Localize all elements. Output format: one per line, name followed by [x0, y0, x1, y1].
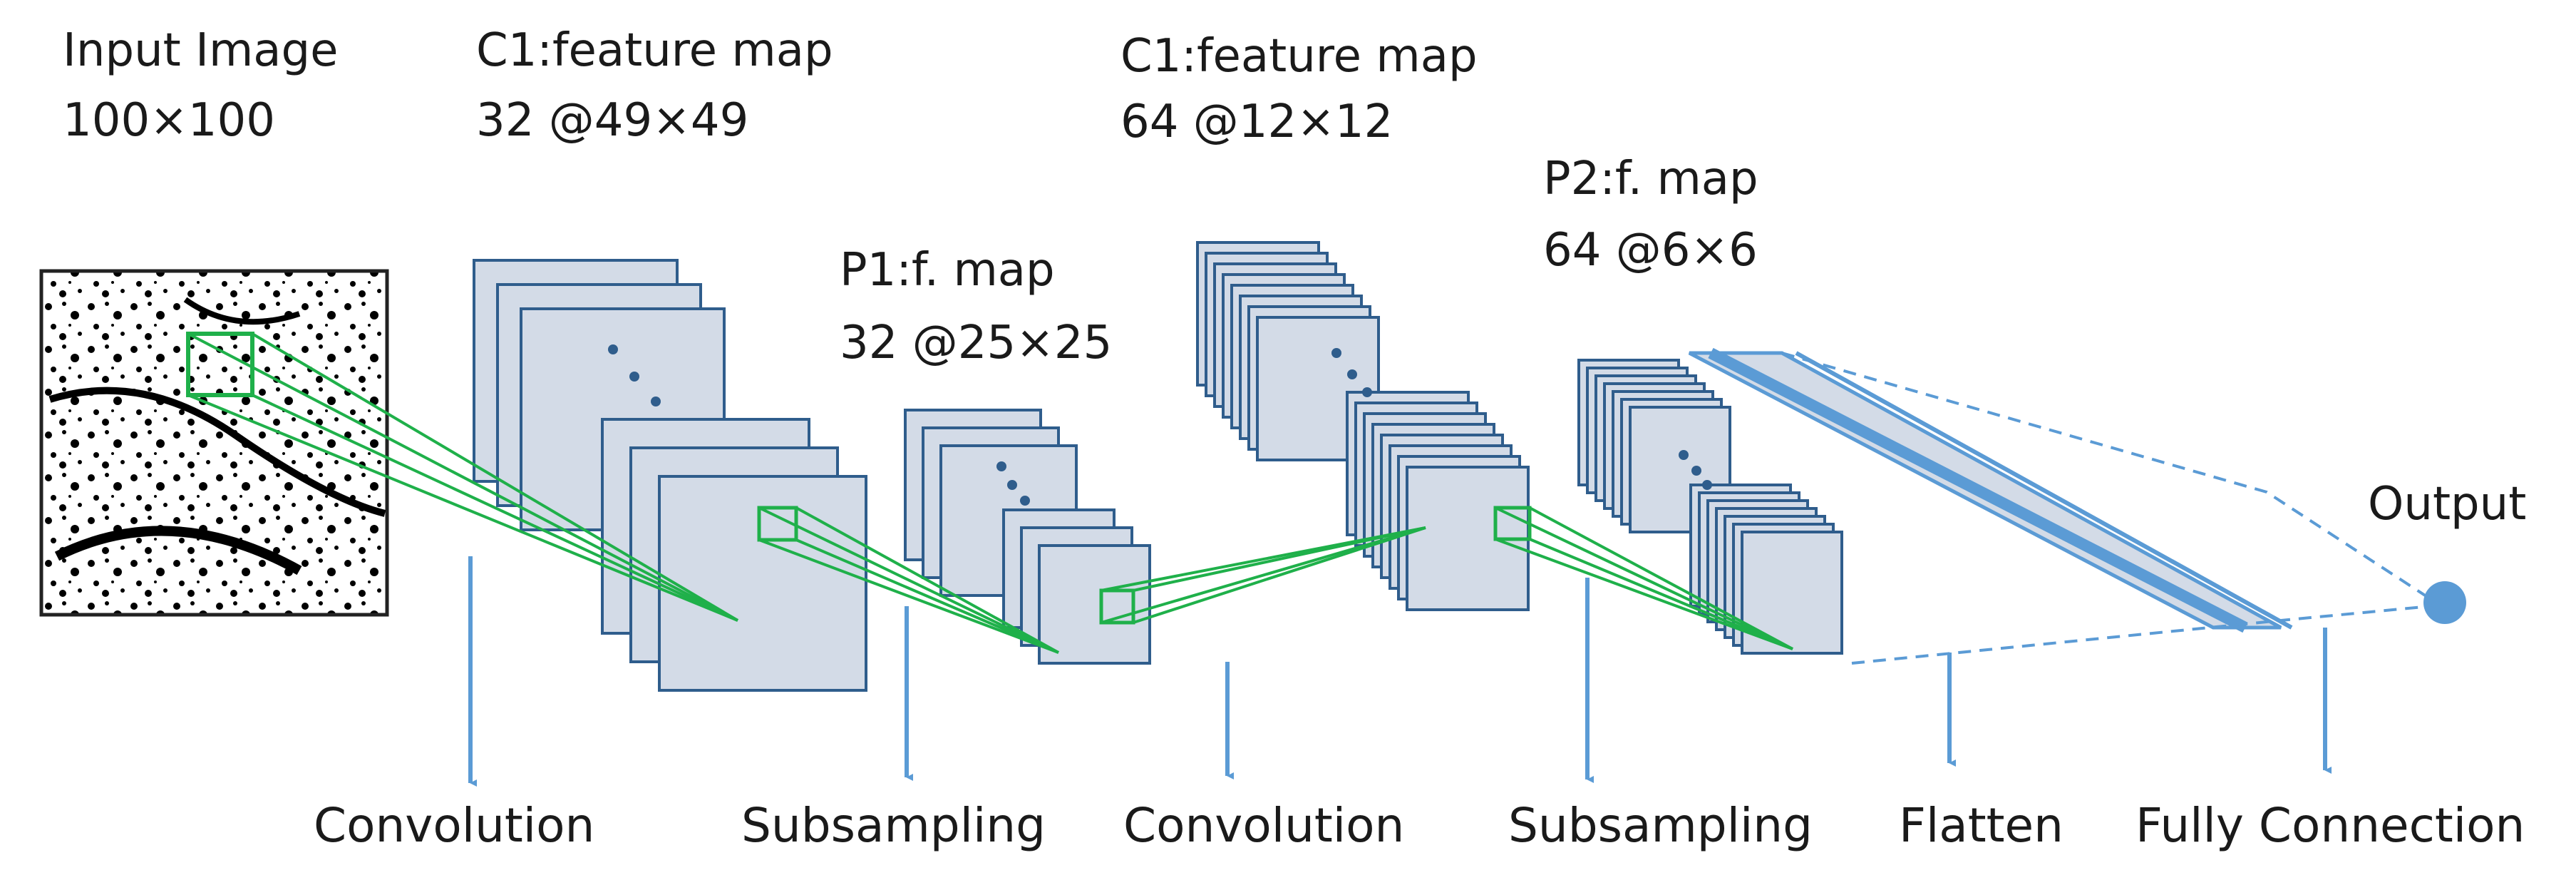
p2-title: P2:f. map — [1543, 153, 1758, 205]
kernel-line — [187, 394, 738, 622]
kernel-line — [1529, 506, 1793, 650]
feature-map-layers — [473, 241, 1843, 692]
kernel-projections — [186, 332, 1793, 654]
op-label-flatten: Flatten — [1899, 798, 2064, 853]
ellipsis-dot — [608, 344, 618, 354]
kernel-line — [1133, 526, 1426, 624]
kernel-line — [187, 332, 738, 622]
kernel-line — [251, 332, 739, 622]
kernel-line — [252, 394, 738, 622]
p1-map-sheet — [1038, 544, 1151, 665]
ellipsis-dot — [1020, 496, 1030, 506]
kernel-line — [795, 538, 1059, 654]
ellipsis-dot — [1331, 348, 1341, 358]
ellipsis-dot — [1362, 387, 1372, 397]
ellipsis-dot — [996, 461, 1006, 471]
kernel-line — [1495, 538, 1793, 650]
kernel-line — [1133, 526, 1426, 592]
op-label-convolution-1: Convolution — [314, 798, 594, 853]
ellipsis-dot — [629, 372, 639, 382]
kernel-box — [186, 332, 254, 397]
operation-arrows — [468, 556, 2332, 787]
p1-size: 32 @25×25 — [840, 317, 1112, 369]
c2-map-sheet — [1406, 466, 1530, 611]
input-image-title: Input Image — [63, 24, 339, 77]
c1-title: C1:feature map — [476, 24, 833, 77]
p2-size: 64 @6×6 — [1543, 224, 1758, 277]
ellipsis-dot — [1702, 480, 1712, 490]
input-image-size: 100×100 — [63, 94, 275, 147]
op-label-fully-connection: Fully Connection — [2135, 798, 2525, 853]
ellipsis-dots — [608, 344, 1712, 506]
kernel-line — [1101, 526, 1426, 624]
op-label-subsampling-2: Subsampling — [1508, 798, 1813, 853]
input-image — [39, 269, 389, 617]
op-label-subsampling-1: Subsampling — [741, 798, 1046, 853]
output-title: Output — [2368, 478, 2526, 531]
ellipsis-dot — [1691, 466, 1701, 476]
kernel-line — [1495, 506, 1793, 650]
kernel-line — [758, 506, 1059, 654]
kernel-box — [1099, 588, 1135, 625]
ellipsis-dot — [651, 397, 661, 406]
output-node — [2423, 581, 2466, 624]
kernel-line — [758, 538, 1059, 654]
c2-size: 64 @12×12 — [1120, 96, 1393, 148]
c1-size: 32 @49×49 — [476, 94, 748, 147]
p1-title: P1:f. map — [840, 244, 1055, 297]
kernel-line — [1529, 538, 1793, 650]
ellipsis-dot — [1679, 450, 1689, 460]
ellipsis-dot — [1007, 480, 1017, 490]
ellipsis-dot — [1347, 369, 1357, 379]
kernel-line — [795, 506, 1059, 654]
op-label-convolution-2: Convolution — [1123, 798, 1404, 853]
kernel-box — [757, 506, 798, 542]
c2-title: C1:feature map — [1120, 30, 1478, 83]
flatten-connections — [1688, 347, 2432, 665]
